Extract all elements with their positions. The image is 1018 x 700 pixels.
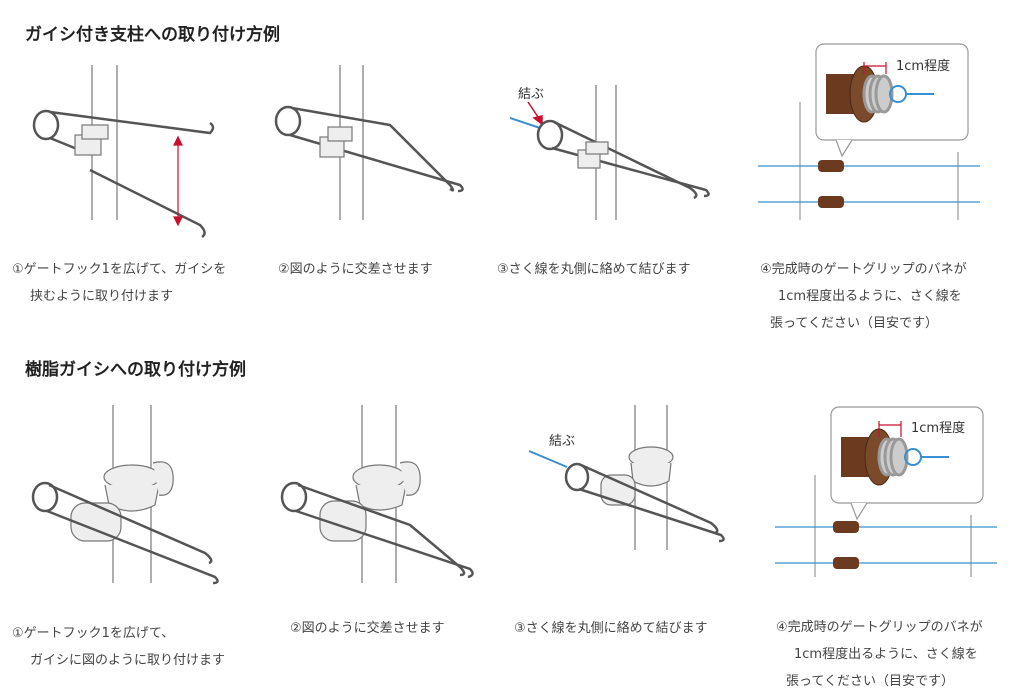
tie-arrow-icon bbox=[527, 101, 543, 126]
section-2-step-1-caption: ①ゲートフック1を広げて、ガイシに図のように取り付けます bbox=[12, 626, 226, 668]
section-2-step-4-figure: 1cm程度 bbox=[775, 406, 997, 577]
spring bbox=[862, 74, 894, 114]
insulator bbox=[319, 126, 353, 158]
insulator bbox=[577, 141, 609, 169]
spring bbox=[877, 437, 909, 477]
section-2-step-2-figure bbox=[280, 405, 474, 583]
section-1-step-3-caption: ③さく線を丸側に絡めて結びます bbox=[497, 262, 691, 277]
section-1-step-1-caption: ①ゲートフック1を広げて、ガイシを挟むように取り付けます bbox=[12, 262, 227, 304]
resin-insulator bbox=[600, 446, 674, 506]
resin-insulator bbox=[319, 461, 421, 542]
tie-label: 結ぶ bbox=[518, 87, 544, 102]
section-2-step-1-figure bbox=[31, 405, 219, 585]
section-1-step-3-figure: 結ぶ bbox=[510, 85, 710, 220]
section-2-step-2-caption: ②図のように交差させます bbox=[290, 621, 445, 636]
section-1-title: ガイシ付き支柱への取り付け方例 bbox=[25, 25, 280, 45]
section-2-title: 樹脂ガイシへの取り付け方例 bbox=[25, 360, 246, 380]
section-1-step-1-figure bbox=[32, 65, 215, 239]
gate-grip bbox=[833, 521, 859, 569]
gate-hook-wire bbox=[280, 481, 474, 579]
section-2-step-3-caption: ③さく線を丸側に絡めて結びます bbox=[514, 621, 708, 636]
section-2-step-3-figure: 結ぶ bbox=[528, 405, 725, 550]
gate-hook-wire bbox=[31, 481, 219, 585]
spread-arrow-icon bbox=[173, 135, 183, 227]
resin-insulator bbox=[70, 461, 174, 542]
fence-post bbox=[814, 475, 972, 577]
spring-length-label: 1cm程度 bbox=[896, 58, 950, 74]
fence-wire bbox=[510, 117, 541, 129]
gate-hook-wire bbox=[564, 462, 725, 543]
gate-grip bbox=[818, 160, 844, 208]
fence-wire bbox=[528, 450, 568, 468]
fence-wire bbox=[775, 526, 997, 564]
fence-wire bbox=[758, 165, 980, 203]
section-1-step-2-figure bbox=[274, 65, 464, 220]
tie-label: 結ぶ bbox=[549, 434, 575, 449]
section-1-step-2-caption: ②図のように交差させます bbox=[278, 262, 433, 277]
gate-hook-wire bbox=[274, 105, 464, 193]
gate-hook-wire bbox=[32, 109, 215, 239]
spring-length-label: 1cm程度 bbox=[911, 420, 965, 436]
insulator bbox=[74, 124, 109, 156]
gate-hook-wire bbox=[536, 119, 710, 200]
measure-mark bbox=[863, 62, 887, 74]
fence-post bbox=[799, 102, 959, 220]
measure-mark bbox=[878, 421, 902, 437]
section-1-step-4-figure: 1cm程度 bbox=[758, 43, 980, 220]
